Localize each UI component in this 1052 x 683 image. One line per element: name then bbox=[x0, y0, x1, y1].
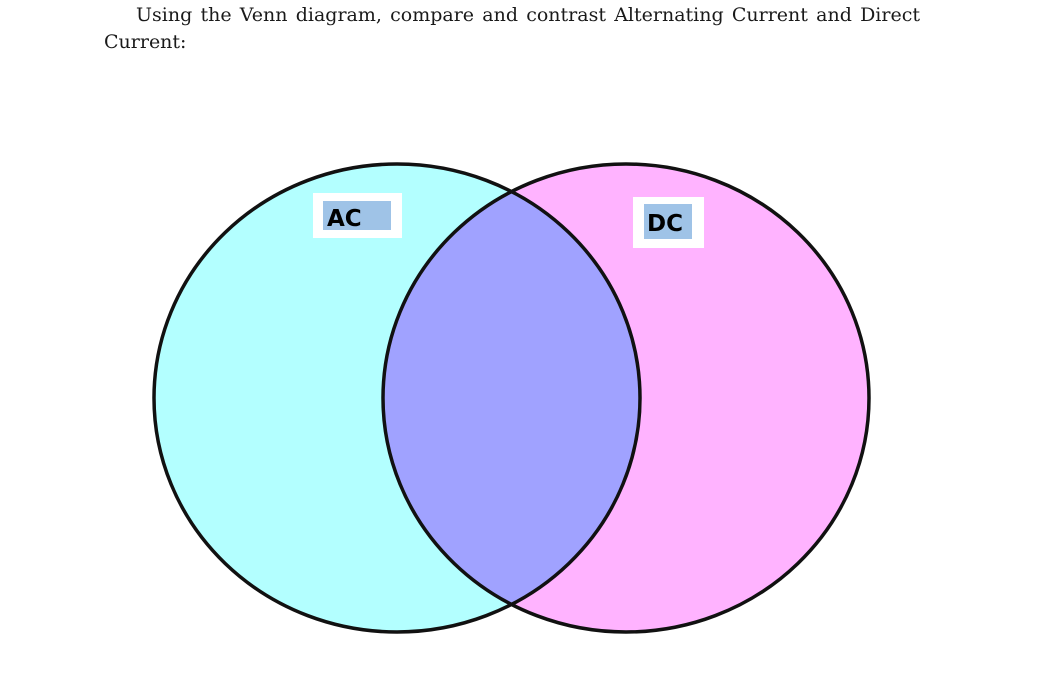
dc-label-highlight bbox=[644, 204, 692, 239]
ac-label: AC bbox=[313, 193, 402, 238]
overlap-region bbox=[383, 164, 640, 632]
dc-circle-outline bbox=[381, 162, 871, 634]
dc-label: DC bbox=[633, 197, 704, 248]
dc-label-text: DC bbox=[647, 211, 683, 237]
ac-label-text: AC bbox=[327, 206, 362, 232]
ac-circle-outline bbox=[152, 162, 642, 634]
instructions-text: Using the Venn diagram, compare and cont… bbox=[104, 4, 920, 53]
ac-label-highlight bbox=[323, 201, 391, 230]
